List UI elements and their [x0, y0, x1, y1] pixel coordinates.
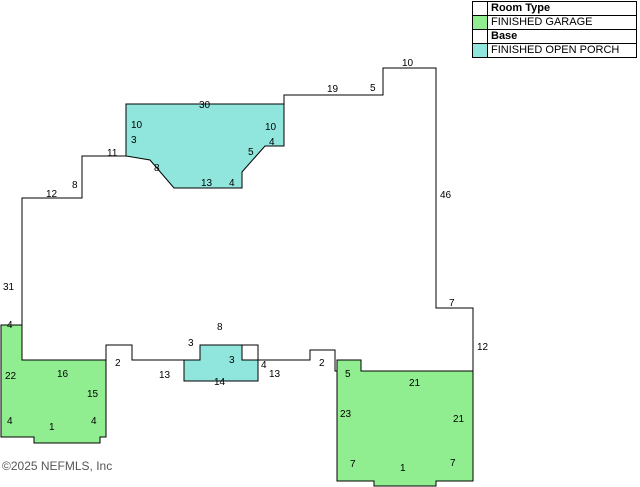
dim-base-12a: 12 [46, 189, 58, 200]
legend-swatch-blank [472, 1, 488, 16]
dim-base-5: 5 [370, 83, 376, 94]
top-open-porch [125, 103, 285, 189]
dim-porch-bottom-3b: 3 [229, 355, 235, 366]
dim-base-19: 19 [327, 84, 339, 95]
dim-porch-bottom-3a: 3 [188, 338, 194, 349]
legend-row-garage: FINISHED GARAGE [472, 15, 637, 30]
dim-porch-top-5: 5 [248, 147, 254, 158]
dim-base-12b: 12 [477, 342, 489, 353]
dim-garage-right-7a: 7 [350, 459, 356, 470]
dim-base-13a: 13 [159, 370, 171, 381]
dim-base-7: 7 [449, 298, 455, 309]
dim-base-46: 46 [440, 190, 452, 201]
dim-base-2b: 2 [319, 358, 325, 369]
dim-porch-top-30: 30 [199, 100, 211, 111]
dim-base-31: 31 [3, 282, 15, 293]
dim-porch-top-3: 3 [131, 135, 137, 146]
dim-base-11: 11 [107, 148, 118, 159]
dim-base-2a: 2 [115, 358, 121, 369]
dim-garage-left-16: 16 [57, 369, 69, 380]
legend-row-porch: FINISHED OPEN PORCH [472, 43, 637, 58]
dim-porch-top-4a: 4 [269, 137, 275, 148]
dim-garage-right-7b: 7 [450, 458, 456, 469]
legend-room-type-header: Room Type [487, 1, 637, 16]
dim-porch-top-10b: 10 [265, 122, 277, 133]
dim-base-8: 8 [72, 180, 78, 191]
dim-garage-left-22: 22 [5, 371, 17, 382]
room-type-legend: Room Type FINISHED GARAGE Base FINISHED … [472, 1, 637, 58]
right-garage [336, 359, 474, 487]
dim-porch-bottom-14: 14 [214, 377, 226, 388]
dim-porch-top-10a: 10 [131, 120, 143, 131]
legend-swatch-base [472, 29, 488, 44]
dim-base-10: 10 [402, 58, 414, 69]
dim-base-4: 4 [7, 320, 13, 331]
dim-base-13b: 13 [269, 369, 281, 380]
legend-row-base: Base [472, 29, 637, 44]
bottom-open-porch [183, 344, 259, 382]
legend-porch-label: FINISHED OPEN PORCH [487, 43, 637, 58]
dim-garage-right-21a: 21 [409, 378, 421, 389]
dim-garage-right-1: 1 [400, 463, 406, 474]
dim-garage-left-15: 15 [87, 389, 99, 400]
dim-porch-top-8: 8 [154, 163, 160, 174]
dim-porch-top-4b: 4 [229, 178, 235, 189]
dim-porch-top-13: 13 [201, 178, 213, 189]
legend-garage-label: FINISHED GARAGE [487, 15, 637, 30]
dim-garage-left-4b: 4 [91, 416, 97, 427]
legend-swatch-garage [472, 15, 488, 30]
dim-garage-left-1: 1 [49, 422, 55, 433]
legend-base-header: Base [487, 29, 637, 44]
dim-garage-right-23: 23 [340, 409, 352, 420]
dim-porch-bottom-4: 4 [261, 360, 267, 371]
dim-garage-right-5: 5 [345, 369, 351, 380]
legend-swatch-porch [472, 43, 488, 58]
dim-garage-right-21b: 21 [453, 414, 465, 425]
legend-row-room-type: Room Type [472, 1, 637, 16]
dim-porch-bottom-8: 8 [217, 322, 223, 333]
copyright-watermark: ©2025 NEFMLS, Inc [2, 459, 113, 473]
dim-garage-left-4a: 4 [7, 416, 13, 427]
left-garage [0, 324, 107, 444]
